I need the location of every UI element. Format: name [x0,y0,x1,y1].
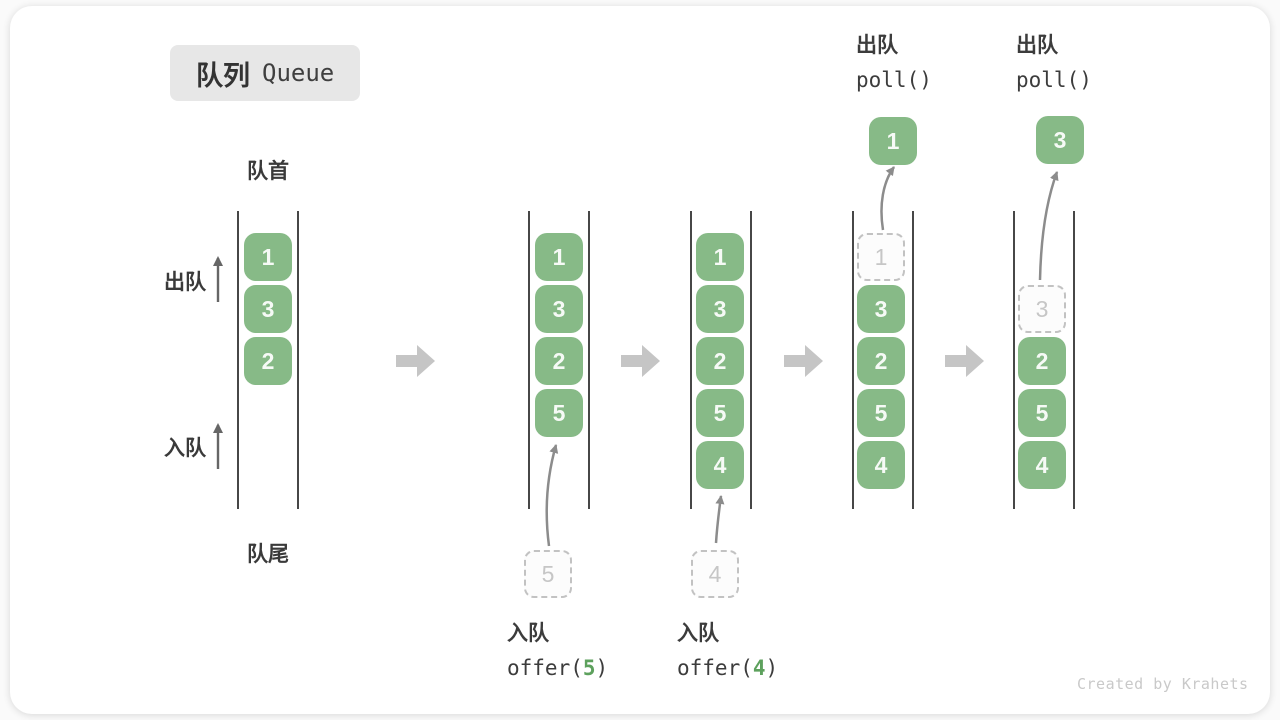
queue-rail [588,211,590,509]
enqueue-side-label: 入队 [164,437,206,460]
queue-box: 5 [857,389,905,437]
queue-rail [237,211,239,509]
dequeue-curved-arrow-icon [880,166,896,231]
polled-slot-box: 1 [857,233,905,281]
queue-box: 2 [244,337,292,385]
dequeue-side-label: 出队 [164,271,206,294]
title-zh: 队列 [196,60,250,91]
op-code: poll() [1016,68,1092,92]
queue-box: 4 [1018,441,1066,489]
dequeue-up-arrow-icon [213,256,223,302]
enqueue-curved-arrow-icon [545,444,559,547]
queue-rail [297,211,299,509]
polled-result-box: 1 [869,117,917,165]
queue-box: 3 [535,285,583,333]
pending-value-box: 4 [691,550,739,598]
title-en: Queue [262,59,335,87]
op-code: offer(4) [677,656,779,680]
queue-box: 1 [244,233,292,281]
op-code: poll() [856,68,932,92]
dequeue-curved-arrow-icon [1038,171,1059,281]
op-code: offer(5) [507,656,609,680]
polled-result-box: 3 [1036,116,1084,164]
flow-arrow-icon [396,345,435,377]
op-label: 入队 [677,622,719,645]
queue-rear-label: 队尾 [247,543,289,566]
queue-box: 2 [1018,337,1066,385]
queue-rail [750,211,752,509]
queue-box: 2 [535,337,583,385]
queue-rail [912,211,914,509]
queue-box: 1 [696,233,744,281]
op-label: 出队 [856,34,898,57]
queue-rail [852,211,854,509]
queue-box: 1 [535,233,583,281]
queue-box: 3 [244,285,292,333]
pending-value-box: 5 [524,550,572,598]
polled-slot-box: 3 [1018,285,1066,333]
flow-arrow-icon [621,345,660,377]
queue-box: 4 [857,441,905,489]
queue-rail [1073,211,1075,509]
flow-arrow-icon [945,345,984,377]
queue-box: 3 [696,285,744,333]
enqueue-curved-arrow-icon [714,495,725,544]
op-annotation-poll1: 出队 poll() [856,28,932,98]
queue-box: 5 [696,389,744,437]
queue-box: 4 [696,441,744,489]
flow-arrow-icon [784,345,823,377]
queue-box: 5 [1018,389,1066,437]
diagram-title: 队列 Queue [170,45,361,101]
op-annotation-offer5: 入队 offer(5) [507,616,608,686]
queue-box: 5 [535,389,583,437]
queue-front-label: 队首 [247,160,289,183]
enqueue-up-arrow-icon [213,423,223,469]
queue-rail [690,211,692,509]
op-annotation-poll3: 出队 poll() [1016,28,1092,98]
queue-box: 3 [857,285,905,333]
op-annotation-offer4: 入队 offer(4) [677,616,778,686]
queue-box: 2 [857,337,905,385]
queue-rail [1013,211,1015,509]
queue-rail [528,211,530,509]
op-label: 入队 [507,622,549,645]
op-label: 出队 [1016,34,1058,57]
watermark: Created by Krahets [1077,675,1249,693]
queue-box: 2 [696,337,744,385]
